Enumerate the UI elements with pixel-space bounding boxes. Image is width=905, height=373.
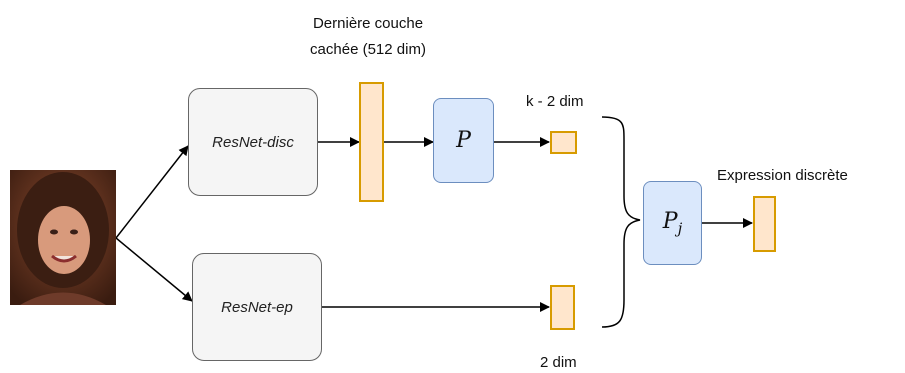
p-projection-box: P [433,98,494,183]
k-dim-vector [550,131,577,154]
hidden-layer-label: Dernière couche cachée (512 dim) [310,15,426,58]
pj-label-sub: j [677,219,683,238]
two-dim-label: 2 dim [540,354,577,371]
resnet-disc-box: ResNet-disc [188,88,318,196]
face-photo [10,170,116,305]
pj-projection-box: Pj [643,181,702,265]
pj-label: Pj [663,209,682,237]
curly-brace [601,116,641,328]
two-dim-vector [550,285,575,330]
k-dim-label: k - 2 dim [526,93,584,110]
resnet-disc-label: ResNet-disc [212,133,294,151]
pj-label-base: P [662,208,678,234]
p-label: P [456,128,471,153]
arrow-photo-to-resnet-ep [115,237,193,302]
resnet-ep-label: ResNet-ep [221,298,293,316]
output-label: Expression discrète [717,167,848,184]
resnet-ep-box: ResNet-ep [192,253,322,361]
output-vector [753,196,776,252]
arrow-photo-to-resnet-disc [115,145,189,239]
hidden-layer-vector [359,82,384,202]
